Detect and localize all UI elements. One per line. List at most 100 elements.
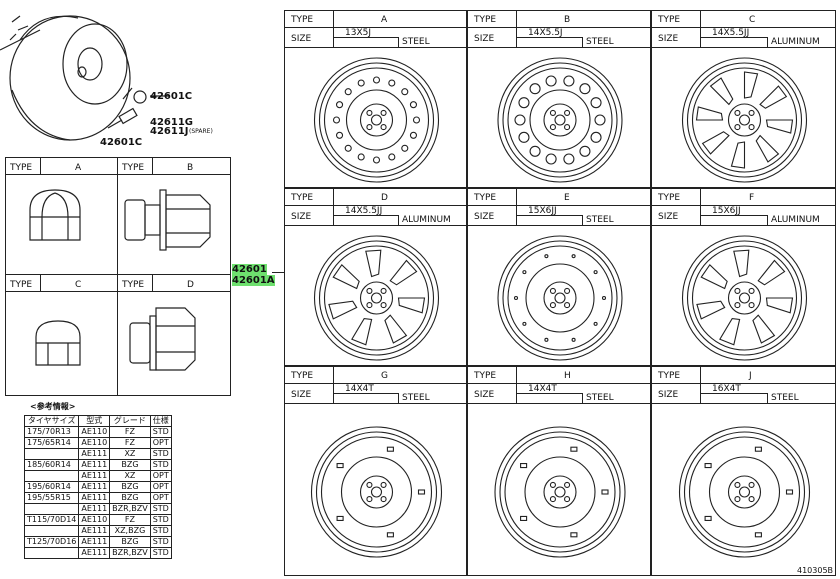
callout-main-part: 42601 <box>232 264 267 275</box>
divider <box>516 189 517 225</box>
ref-cell: FZ <box>109 426 151 438</box>
nut-b-drawing <box>124 189 211 251</box>
ref-cell: FZ <box>109 514 151 526</box>
wheel-f-drawing <box>681 235 808 361</box>
divider <box>582 37 583 47</box>
wheel-size-label: SIZE <box>658 390 679 400</box>
wheel-j-drawing <box>678 426 811 558</box>
ref-cell: AE111 <box>78 459 111 471</box>
ref-cell: 175/70R13 <box>23 426 80 438</box>
ref-cell: AE111 <box>78 525 111 537</box>
wheel-type: H <box>564 371 571 381</box>
wheel-type-label: TYPE <box>658 371 681 381</box>
ref-cell: STD <box>149 547 172 559</box>
wheel-size-label: SIZE <box>658 212 679 222</box>
ref-cell: AE110 <box>78 426 111 438</box>
divider <box>700 37 767 38</box>
divider <box>468 383 650 384</box>
nut-type-b: B <box>187 163 194 173</box>
ref-cell: OPT <box>149 492 172 504</box>
divider <box>333 189 334 225</box>
wheel-type-label: TYPE <box>291 371 314 381</box>
wheel-type: B <box>564 15 571 25</box>
nut-d-drawing <box>129 307 196 371</box>
divider <box>516 367 517 403</box>
ref-cell: AE111 <box>78 547 111 559</box>
nut-c-drawing <box>35 320 81 366</box>
callout-spare: (SPARE) <box>189 128 213 135</box>
ref-cell: BZG <box>109 481 151 493</box>
callout-bolt-j: 42611J <box>150 126 189 137</box>
wheel-type: F <box>749 193 755 203</box>
wheel-type-label: TYPE <box>474 193 497 203</box>
ref-cell: XZ <box>109 470 151 482</box>
wheel-size-label: SIZE <box>291 212 312 222</box>
divider <box>468 27 650 28</box>
wheel-size: 14X4T <box>345 384 374 394</box>
wheel-size: 15X6JJ <box>712 206 741 216</box>
ref-cell: STD <box>149 514 172 526</box>
ref-header-tire: タイヤサイズ <box>23 415 80 427</box>
ref-cell: BZR,BZV <box>109 547 151 559</box>
ref-cell: AE111 <box>78 470 111 482</box>
wheel-e-drawing <box>497 235 623 361</box>
divider <box>652 383 835 384</box>
reference-title: <参考情報> <box>30 402 76 411</box>
divider <box>700 215 767 216</box>
wheel-material: ALUMINUM <box>771 215 820 225</box>
ref-cell: BZG <box>109 492 151 504</box>
wheel-c-drawing <box>681 57 808 183</box>
ref-header-grade: グレード <box>109 415 151 427</box>
wheel-material: STEEL <box>402 37 430 47</box>
divider <box>468 403 650 404</box>
divider <box>652 47 835 48</box>
divider <box>652 27 835 28</box>
wheel-size-label: SIZE <box>474 34 495 44</box>
ref-cell: OPT <box>149 481 172 493</box>
divider <box>333 393 398 394</box>
divider <box>398 215 399 225</box>
ref-cell: AE111 <box>78 448 111 460</box>
ref-cell: 185/60R14 <box>23 459 80 471</box>
divider <box>285 403 466 404</box>
ref-cell: AE111 <box>78 536 111 548</box>
wheel-type-label: TYPE <box>291 193 314 203</box>
callout-nut-2: 42601C <box>100 137 143 148</box>
wheel-type-label: TYPE <box>474 15 497 25</box>
wheel-material: STEEL <box>586 37 614 47</box>
divider <box>333 215 398 216</box>
nut-table <box>5 157 231 396</box>
wheel-size-label: SIZE <box>474 212 495 222</box>
ref-cell: AE111 <box>78 492 111 504</box>
divider <box>652 205 835 206</box>
divider <box>700 393 767 394</box>
divider <box>700 367 701 403</box>
ref-header-spec: 仕様 <box>149 415 172 427</box>
ref-cell: FZ <box>109 437 151 449</box>
ref-cell: 195/55R15 <box>23 492 80 504</box>
callout-main-part-a: 42601A <box>232 275 275 286</box>
wheel-type: C <box>749 15 756 25</box>
divider <box>516 393 582 394</box>
ref-cell: T115/70D14 <box>23 514 80 526</box>
ref-cell <box>23 470 80 482</box>
wheel-material: STEEL <box>586 393 614 403</box>
wheel-cell: TYPE B SIZE 14X5.5J STEEL <box>467 10 651 188</box>
wheel-size: 15X6JJ <box>528 206 557 216</box>
figure-code: 410305B <box>797 566 834 575</box>
wheel-type-label: TYPE <box>291 15 314 25</box>
ref-cell: BZR,BZV <box>109 503 151 515</box>
ref-cell: AE110 <box>78 514 111 526</box>
wheel-d-drawing <box>313 235 440 361</box>
ref-cell <box>23 525 80 537</box>
ref-cell: AE110 <box>78 437 111 449</box>
divider <box>516 37 582 38</box>
wheel-size-label: SIZE <box>658 34 679 44</box>
wheel-size: 14X5.5J <box>528 28 563 38</box>
